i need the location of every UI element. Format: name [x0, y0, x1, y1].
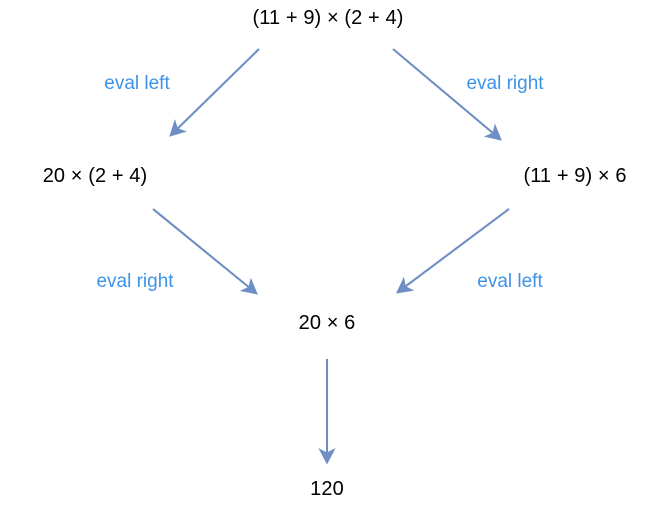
edge-label-right-to-mid: eval left: [477, 271, 543, 292]
node-mid-expression: 20 × 6: [298, 312, 356, 334]
arrow-right-to-mid: [395, 208, 510, 294]
edge-label-root-to-right: eval right: [466, 73, 544, 94]
edge-label-left-to-mid: eval right: [96, 271, 174, 292]
node-result-value: 120: [310, 478, 344, 500]
arrow-root-to-left: [169, 48, 260, 137]
arrow-root-to-right: [392, 48, 502, 141]
node-left-expression: 20 × (2 + 4): [42, 165, 148, 187]
node-root-expression: (11 + 9) × (2 + 4): [252, 7, 404, 29]
arrow-left-to-mid: [152, 208, 258, 295]
edge-label-root-to-left: eval left: [104, 73, 170, 94]
node-right-expression: (11 + 9) × 6: [523, 165, 627, 187]
